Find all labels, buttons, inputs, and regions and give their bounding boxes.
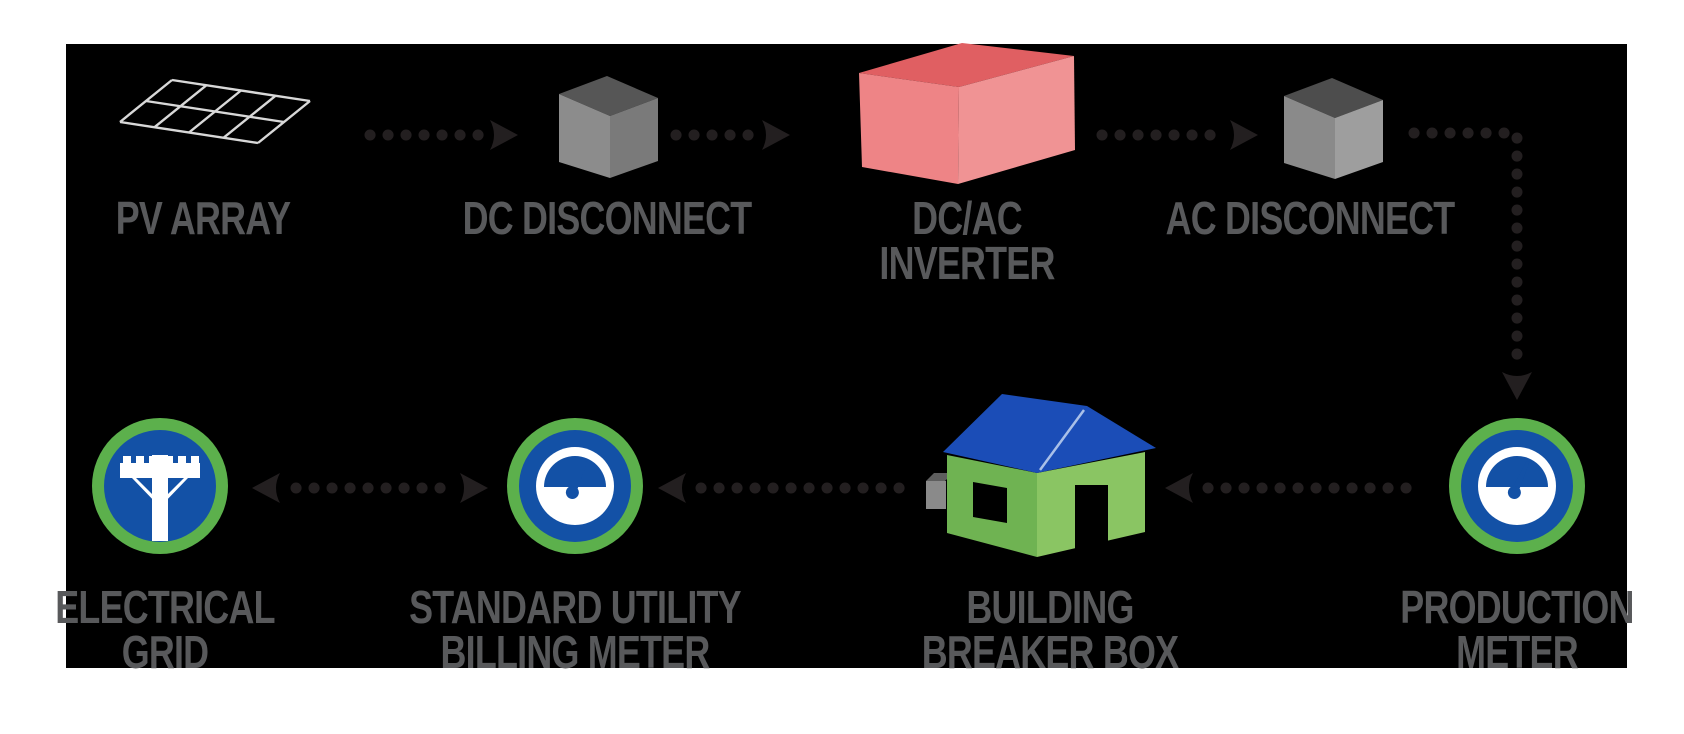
solar-panel-wireframe-icon	[119, 78, 311, 145]
label-dc-disconnect: DC DISCONNECT	[462, 192, 753, 244]
house-window	[973, 482, 1007, 523]
electrical-grid-icon	[92, 418, 228, 554]
arrow-house-to-billing	[658, 473, 912, 503]
dc-disconnect-cube-icon	[559, 76, 658, 178]
arrow-inverter-to-ac	[1096, 120, 1258, 150]
arrow-billing-grid-bidirectional	[252, 473, 488, 503]
house-icon	[926, 394, 1156, 557]
arrow-production-to-house	[1165, 473, 1420, 503]
label-inverter: DC/AC INVERTER	[879, 192, 1055, 289]
ac-disconnect-cube-icon	[1284, 78, 1383, 179]
inverter-box-icon	[859, 43, 1075, 184]
billing-meter-icon	[507, 418, 643, 554]
production-meter-icon	[1449, 418, 1585, 554]
utility-pole-icon	[120, 455, 200, 541]
arrow-pv-to-dc	[364, 120, 518, 150]
arrow-ac-to-production	[1408, 127, 1532, 400]
label-electrical-grid: ELECTRICAL GRID	[55, 581, 275, 678]
label-pv-array: PV ARRAY	[115, 192, 291, 244]
house-door	[1075, 485, 1108, 549]
label-production-meter: PRODUCTION METER	[1400, 581, 1634, 678]
arrow-dc-to-inverter	[670, 120, 790, 150]
label-billing-meter: STANDARD UTILITY BILLING METER	[409, 581, 741, 678]
label-ac-disconnect: AC DISCONNECT	[1165, 192, 1456, 244]
label-breaker-box: BUILDING BREAKER BOX	[921, 581, 1179, 678]
